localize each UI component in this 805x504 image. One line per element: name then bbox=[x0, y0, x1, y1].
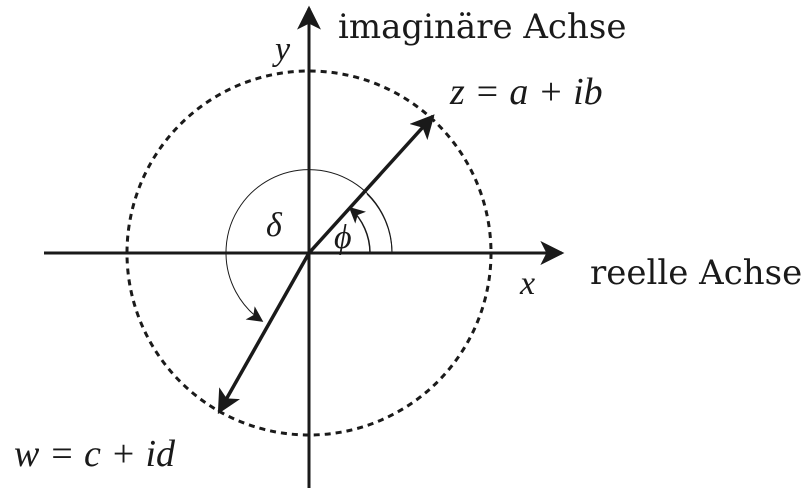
x-axis-letter: x bbox=[519, 265, 535, 302]
y-axis-letter: y bbox=[272, 31, 291, 68]
real-axis-label: reelle Achse bbox=[590, 253, 802, 293]
phi-angle-arc bbox=[348, 206, 371, 254]
phi-label: ϕ bbox=[334, 219, 352, 256]
phi-outer-arc bbox=[366, 193, 393, 254]
z-label: z = a + ib bbox=[449, 71, 603, 113]
w-label: w = c + id bbox=[14, 433, 176, 475]
delta-angle-arc bbox=[225, 169, 393, 322]
w-vector bbox=[217, 252, 311, 415]
delta-label: δ bbox=[266, 207, 283, 244]
imaginary-axis-label: imaginäre Achse bbox=[338, 7, 626, 47]
z-vector bbox=[307, 114, 435, 255]
